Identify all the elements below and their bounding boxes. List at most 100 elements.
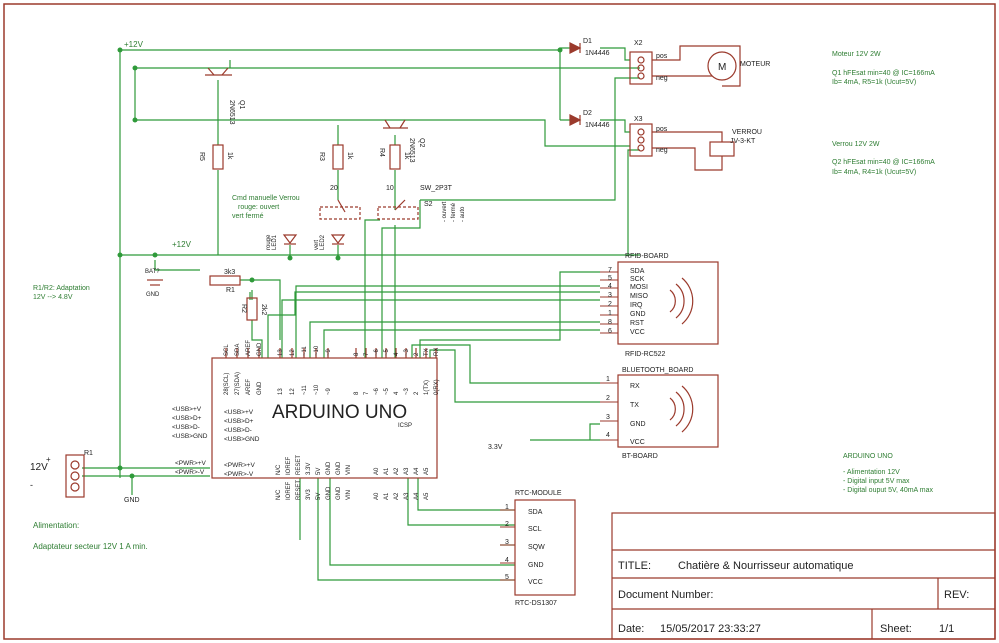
motor-label: MOTEUR	[740, 61, 770, 68]
pwr-plus-ext: <PWR>+V	[175, 460, 207, 467]
arduino-top-inner-4: 13	[278, 388, 284, 395]
rfid-name: RFID-BOARD	[625, 253, 669, 260]
arduino-top-pin-8: ~9	[326, 348, 332, 356]
rfid-pin-num-0: 7	[608, 267, 612, 274]
arduino-top-pin-0: SCL	[224, 344, 230, 356]
revision-label: REV:	[944, 589, 969, 601]
rtc-pin-num-2: 3	[505, 539, 509, 546]
title-value: Chatière & Nourrisseur automatique	[678, 560, 853, 572]
arduino-bottom-pin-3: 3V3	[306, 489, 312, 500]
supply-note-text: Adaptateur secteur 12V 1 A min.	[33, 542, 148, 551]
rtc-name: RTC-MODULE	[515, 490, 562, 497]
rfid-pin-num-1: 5	[608, 275, 612, 282]
arduino-top-inner-0: 28(SCL)	[224, 373, 230, 395]
r1-val: 3k3	[224, 269, 235, 276]
arduino-top-inner-2: AREF	[246, 379, 252, 395]
arduino-bottom-pin-4: 5V	[316, 493, 322, 500]
title-label: TITLE:	[618, 560, 651, 572]
bt-pin-rx: RX	[630, 383, 640, 390]
r5-val: 1k	[226, 152, 233, 160]
arduino-top-pin-4: 13	[278, 349, 284, 356]
arduino-top-pin-3: GND	[257, 342, 263, 356]
arduino-title: ARDUINO UNO	[272, 402, 407, 423]
icsp-label: ICSP	[398, 423, 412, 429]
arduino-top-pin-13: 4	[394, 352, 400, 356]
rtc-pin-vcc: VCC	[528, 579, 543, 586]
date-value: 15/05/2017 23:33:27	[660, 623, 761, 635]
gnd-label: GND	[124, 497, 140, 504]
rfid-pin-num-3: 3	[608, 292, 612, 299]
arduino-top-inner-3: GND	[257, 381, 263, 395]
rfid-pin-sda: SDA	[630, 268, 645, 275]
arduino-top-inner-6: ~11	[302, 385, 308, 395]
arduino-top-inner-11: ~6	[374, 387, 380, 395]
jack-minus: -	[30, 480, 33, 490]
arduino-bottom-inner-13: A5	[424, 467, 430, 475]
jack-ref: R1	[84, 450, 93, 457]
divider-note-title: R1/R2: Adaptation	[33, 285, 90, 292]
arduino-top-pin-12: ~5	[384, 348, 390, 356]
date-label: Date:	[618, 623, 644, 635]
rtc-pin-num-0: 1	[505, 504, 509, 511]
r2-name: R2	[240, 304, 247, 313]
r3-name: R3	[318, 152, 325, 161]
title-block	[611, 512, 996, 640]
switch-opt2: - fermé	[451, 202, 457, 222]
arduino-note-line3: - Digital ouput 5V, 40mA max	[843, 487, 934, 494]
motor-symbol: M	[718, 62, 726, 73]
d1-name: D1	[583, 38, 592, 45]
arduino-usb-ext-1: <USB>D+	[172, 415, 202, 422]
battery-label: BAT?	[145, 269, 160, 275]
rtc-pin-num-3: 4	[505, 557, 509, 564]
arduino-top-inner-5: 12	[290, 388, 296, 395]
manual-line1: rouge: ouvert	[238, 204, 279, 211]
rfid-pin-num-7: 6	[608, 328, 612, 335]
rfid-pin-miso: MISO	[630, 293, 648, 300]
rfid-pin-num-4: 2	[608, 301, 612, 308]
rfid-pin-irq: IRQ	[630, 302, 643, 309]
arduino-top-inner-10: 7	[364, 391, 370, 395]
rtc-pin-num-4: 5	[505, 574, 509, 581]
arduino-usb-int-1: <USB>D+	[224, 418, 254, 425]
bt-supply: 3.3V	[488, 444, 503, 451]
arduino-top-inner-17: 0(RX)	[434, 379, 440, 395]
sheet-label: Sheet:	[880, 623, 912, 635]
x2-pos: pos	[656, 53, 668, 60]
arduino-bottom-pin-1: IOREF	[286, 481, 292, 500]
junctions	[117, 47, 563, 479]
manual-title: Cmd manuelle Verrou	[232, 195, 300, 202]
arduino-note-line1: - Alimentation 12V	[843, 469, 900, 476]
arduino-bottom-inner-8: A0	[374, 467, 380, 475]
rtc-pin-sqw: SQW	[528, 544, 545, 551]
r4-name: R4	[378, 148, 385, 157]
arduino-usb-ext-0: <USB>+V	[172, 406, 202, 413]
bt-name: BLUETOOTH_BOARD	[622, 367, 693, 374]
arduino-bottom-inner-7: VIN	[346, 465, 352, 475]
pwr-minus-ext: <PWR>-V	[175, 469, 205, 476]
rfid-pin-sck: SCK	[630, 276, 645, 283]
arduino-bottom-inner-4: 5V	[316, 468, 322, 475]
sw-pin-10: 10	[386, 185, 394, 192]
d1-type: 1N4446	[585, 50, 610, 57]
arduino-bottom-inner-6: GND	[336, 461, 342, 475]
lock-sub: JV-3-KT	[730, 138, 756, 145]
arduino-bottom-inner-3: 3.3V	[306, 463, 312, 475]
arduino-top-inner-8: ~9	[326, 387, 332, 395]
arduino-bottom-pin-2: RESET	[296, 480, 302, 500]
arduino-top-inner-1: 27(SDA)	[235, 372, 241, 395]
arduino-note-line2: - Digital input 5V max	[843, 478, 910, 485]
arduino-bottom-pin-7: VIN	[346, 490, 352, 500]
switch-opt3: - auto	[460, 206, 466, 222]
r2-val: 2k2	[260, 304, 267, 315]
document-number-label: Document Number:	[618, 589, 713, 601]
led2-name: LED2	[320, 234, 326, 250]
led2-color: vert	[314, 240, 320, 250]
arduino-top-pin-14: ~3	[404, 348, 410, 356]
parts	[65, 42, 741, 596]
motor-note-title: Moteur 12V 2W	[832, 51, 881, 58]
switch-opt1: - ouvert	[442, 201, 448, 222]
bt-pin-num-2: 3	[606, 414, 610, 421]
battery-gnd: GND	[146, 292, 160, 298]
switch-ref: S2	[424, 201, 433, 208]
